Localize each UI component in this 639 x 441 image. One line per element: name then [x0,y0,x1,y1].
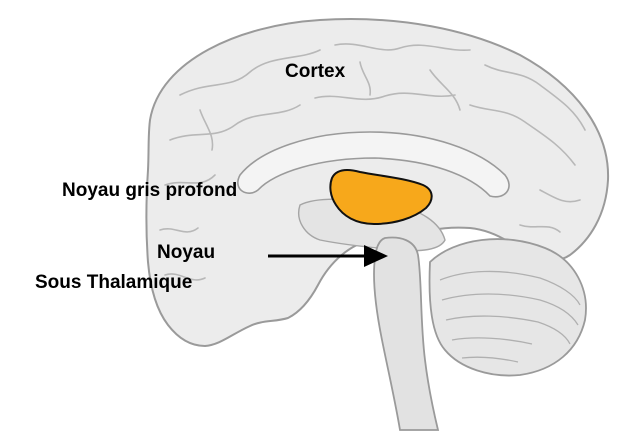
label-noyau-gris-profond: Noyau gris profond [62,181,237,200]
label-noyau-sous-thalamique-line2: Sous Thalamique [35,273,192,292]
brainstem [374,238,438,430]
label-cortex: Cortex [285,62,345,81]
label-noyau-sous-thalamique-line1: Noyau [157,243,215,262]
cerebellum [430,239,586,375]
